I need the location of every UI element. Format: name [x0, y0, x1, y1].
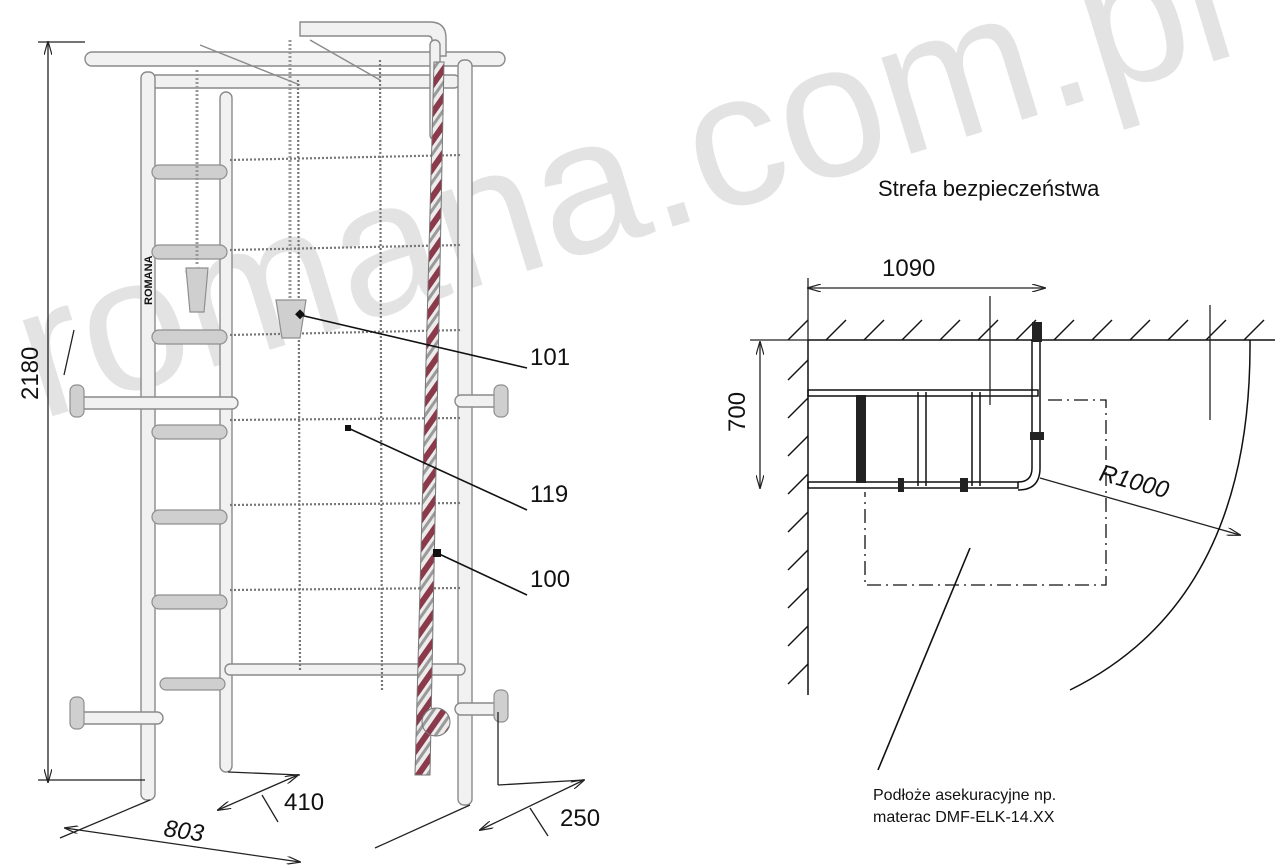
rail-bend: [1017, 339, 1041, 491]
peg-end: [493, 384, 509, 418]
offset-value: 250: [560, 805, 600, 832]
clamp: [1032, 322, 1042, 342]
note-line-2: materac DMF-ELK-14.XX: [873, 809, 1055, 826]
top-rail-bend: [299, 21, 447, 57]
wall-bars-illustration: ROMANA: [69, 21, 509, 806]
offset-dimension-line: [480, 780, 584, 830]
callout-marker: [345, 425, 351, 431]
top-rail-back: [84, 51, 506, 67]
climbing-rope: [414, 61, 451, 776]
width-value: 803: [162, 815, 206, 847]
callout-label: 101: [530, 344, 570, 371]
net-strand: [229, 328, 463, 337]
safety-zone-title: Strefa bezpieczeństwa: [878, 176, 1100, 201]
callout-leader: [436, 552, 528, 596]
peg-end: [493, 689, 509, 723]
clamp: [1030, 432, 1044, 440]
gymnastic-rings: [185, 40, 307, 339]
rope-knot: [421, 707, 451, 737]
rung: [151, 164, 228, 180]
net-strand: [229, 153, 463, 162]
side-bar-left: [77, 396, 239, 410]
peg-end: [69, 384, 85, 418]
callout-marker: [295, 309, 305, 320]
safety-arc: [1069, 339, 1251, 691]
net-strand: [229, 416, 463, 422]
net-strand: [378, 59, 384, 691]
ring-right: [275, 299, 307, 339]
extension-line: [59, 799, 151, 839]
depth-value: 700: [724, 392, 751, 432]
rung: [151, 509, 228, 525]
ring-left: [185, 267, 209, 313]
rung: [151, 329, 228, 345]
extension-line: [374, 804, 471, 849]
bottom-rail: [224, 663, 466, 676]
depth-dimension-line: [218, 775, 298, 810]
tick: [261, 794, 279, 823]
length-value: 1090: [882, 255, 935, 282]
extension-line: [227, 771, 301, 776]
lower-bar-left: [77, 711, 164, 725]
note-leader: [877, 547, 971, 771]
callout-label: 119: [530, 481, 568, 508]
side-bar-right: [454, 394, 501, 408]
ladder-rungs: [151, 164, 228, 691]
callout-leader: [347, 427, 528, 511]
top-crossbar: [199, 44, 301, 86]
note-line-1: Podłoże asekuracyjne np.: [873, 787, 1056, 804]
peg-end: [69, 696, 85, 730]
height-value: 2180: [17, 347, 44, 400]
rung: [151, 594, 228, 610]
watermark: romana.com.pl: [0, 0, 1254, 459]
mat-outline: [864, 399, 1107, 586]
wall-bars-plan: [807, 322, 1044, 492]
lower-bar-right: [454, 702, 501, 716]
safety-zone-plan: Strefa bezpieczeństwa: [724, 176, 1275, 826]
rail-top: [807, 389, 1039, 397]
top-crossbar: [309, 39, 381, 81]
callout-marker: [433, 549, 441, 557]
wall-hatching-left: [787, 359, 809, 685]
rung: [159, 677, 226, 691]
brand-mark: ROMANA: [143, 255, 155, 305]
radius-line: [1039, 477, 1240, 535]
width-dimension-line: [65, 828, 300, 862]
clamp: [898, 478, 904, 492]
callout-label: 100: [530, 566, 570, 593]
rung: [151, 424, 228, 440]
wall-hatching-top: [787, 319, 1265, 341]
rung: [151, 244, 228, 260]
net-strand: [229, 243, 463, 252]
callouts: 101 119 100: [295, 309, 570, 596]
side-pegs: [69, 384, 509, 730]
upright-right-front: [457, 59, 473, 806]
rail-bottom: [807, 481, 1019, 489]
ladder-plan: [856, 395, 866, 483]
clamp: [960, 478, 968, 492]
extension-line: [497, 779, 585, 786]
depth-value: 410: [284, 789, 324, 816]
left-dimensions: 2180 803 410 250: [17, 42, 600, 862]
tick: [63, 329, 75, 376]
tick: [529, 807, 549, 837]
callout-leader: [299, 314, 528, 369]
rope-body: [414, 61, 445, 776]
